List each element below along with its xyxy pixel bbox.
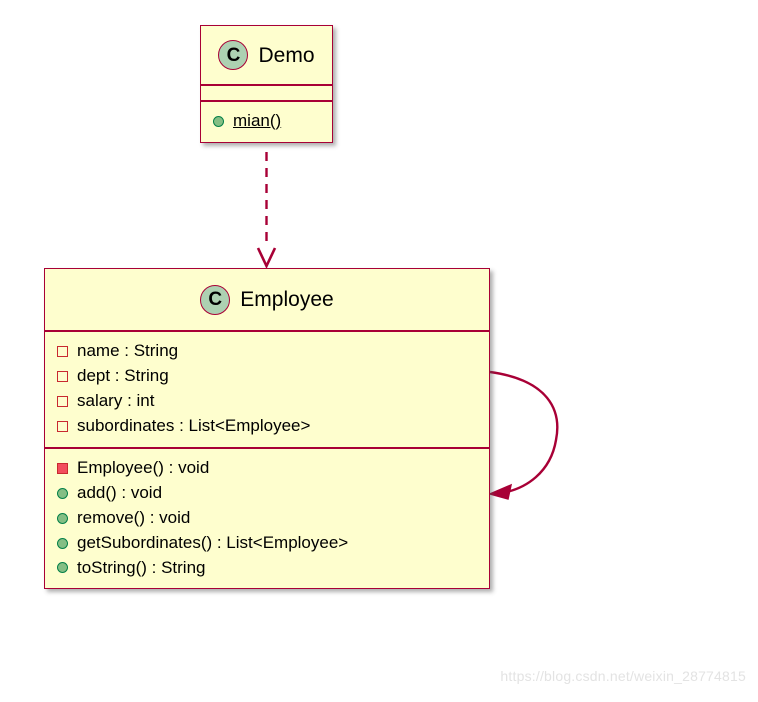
- method-label: remove() : void: [77, 507, 191, 527]
- attribute-label: salary : int: [77, 390, 155, 410]
- method-label: getSubordinates() : List<Employee>: [77, 532, 349, 552]
- method-label: toString() : String: [77, 557, 206, 577]
- class-methods-employee: Employee() : void add() : void remove() …: [45, 446, 489, 589]
- watermark-text: https://blog.csdn.net/weixin_28774815: [500, 668, 746, 684]
- class-circle-c-icon: C: [200, 284, 231, 315]
- method-row[interactable]: getSubordinates() : List<Employee>: [45, 531, 489, 556]
- method-row[interactable]: Employee() : void: [45, 456, 489, 481]
- method-label: mian(): [233, 111, 282, 130]
- method-label: Employee() : void: [77, 457, 210, 477]
- attribute-label: name : String: [77, 341, 179, 360]
- method-row[interactable]: mian(): [201, 109, 332, 134]
- self-association-arrowhead-icon: [487, 483, 513, 500]
- attribute-row[interactable]: dept : String: [45, 364, 489, 389]
- attribute-row[interactable]: subordinates : List<Employee>: [45, 414, 489, 439]
- public-visibility-icon: [213, 115, 224, 127]
- class-attributes-employee: name : String dept : String salary : int…: [45, 330, 489, 447]
- attribute-row[interactable]: name : String: [45, 339, 489, 364]
- method-label: add() : void: [77, 482, 163, 502]
- attribute-label: subordinates : List<Employee>: [77, 415, 311, 435]
- uml-class-demo[interactable]: C Demo mian(): [200, 25, 333, 143]
- attribute-row[interactable]: salary : int: [45, 389, 489, 414]
- uml-class-employee[interactable]: C Employee name : String dept : String s…: [44, 268, 490, 590]
- class-header-employee: C Employee: [45, 269, 489, 330]
- public-visibility-icon: [57, 487, 68, 499]
- method-row[interactable]: remove() : void: [45, 506, 489, 531]
- method-row[interactable]: add() : void: [45, 481, 489, 506]
- attribute-label: dept : String: [77, 365, 169, 385]
- empty-attributes-placeholder: [201, 86, 332, 100]
- class-methods-demo: mian(): [201, 100, 332, 142]
- class-circle-c-icon: C: [218, 40, 249, 70]
- private-visibility-icon: [57, 345, 68, 357]
- public-visibility-icon: [57, 562, 68, 574]
- private-filled-visibility-icon: [57, 462, 68, 474]
- self-association-arrow-line: [489, 370, 559, 496]
- class-name-employee: Employee: [240, 288, 334, 311]
- class-attributes-demo: [201, 84, 332, 100]
- self-association-arrow-employee: [487, 370, 559, 500]
- class-header-demo: C Demo: [201, 26, 332, 84]
- method-row[interactable]: toString() : String: [45, 556, 489, 581]
- public-visibility-icon: [57, 512, 68, 524]
- dependency-arrow-demo-to-employee: [256, 152, 277, 270]
- private-visibility-icon: [57, 420, 68, 432]
- private-visibility-icon: [57, 370, 68, 382]
- private-visibility-icon: [57, 395, 68, 407]
- dependency-arrowhead-icon: [256, 247, 277, 270]
- class-name-demo: Demo: [258, 43, 315, 67]
- public-visibility-icon: [57, 537, 68, 549]
